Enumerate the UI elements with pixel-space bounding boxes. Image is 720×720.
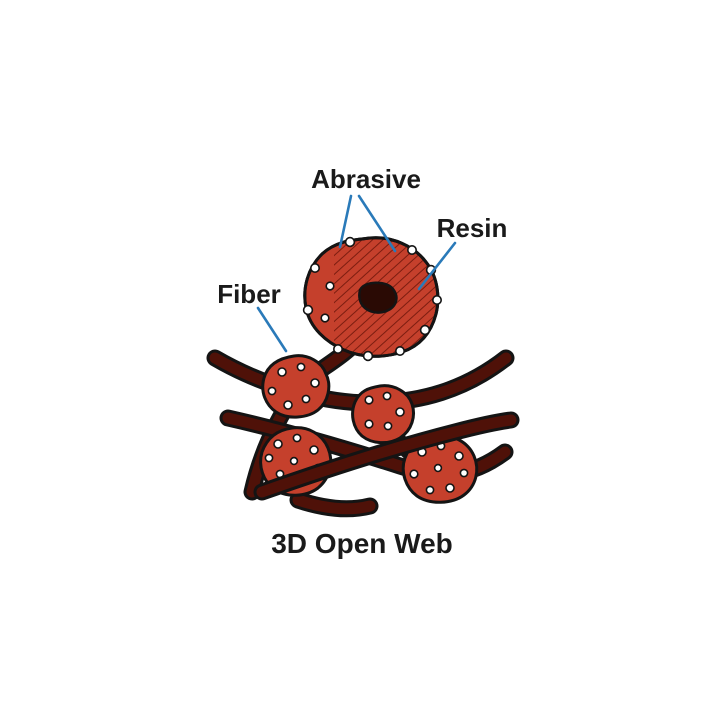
label-abrasive: Abrasive <box>311 164 421 194</box>
fiber-web-over <box>253 411 520 501</box>
label-fiber: Fiber <box>217 279 281 309</box>
fiber-strand <box>256 414 517 498</box>
abrasive-grit-specks <box>267 362 320 410</box>
large-nodule-outline <box>303 236 440 358</box>
leader-line-resin <box>417 241 457 291</box>
nodule-core-pore <box>358 281 398 314</box>
abrasive-grit-specks <box>364 391 405 431</box>
fiber-strand <box>292 494 376 515</box>
large-abrasive-nodule <box>302 236 442 362</box>
leader-line-abrasive-left <box>338 194 353 249</box>
leader-lines <box>256 194 457 353</box>
abrasive-nodule <box>261 354 331 419</box>
figure-caption: 3D Open Web <box>271 528 453 559</box>
leader-line-fiber <box>256 306 288 353</box>
abrasive-grit-specks <box>409 441 469 495</box>
label-resin: Resin <box>437 213 508 243</box>
leader-line-abrasive-right <box>357 194 397 253</box>
